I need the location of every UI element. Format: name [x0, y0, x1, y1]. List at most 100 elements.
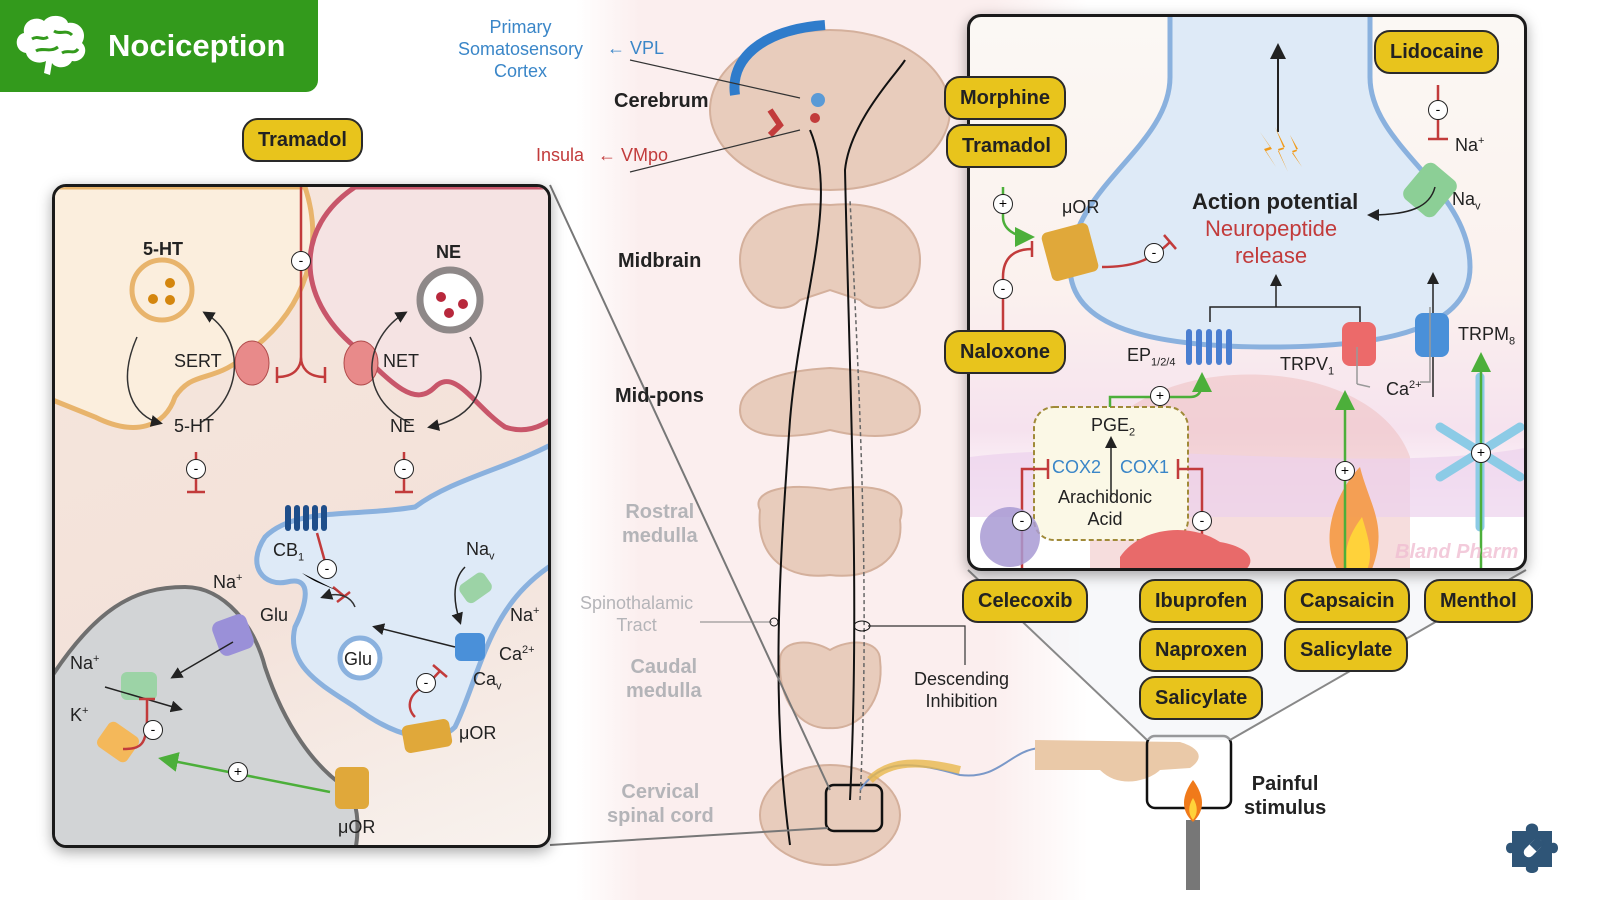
trpm8-label: TRPM8 [1458, 324, 1516, 348]
puzzle-pill-icon [1506, 823, 1558, 873]
header-banner: Nociception [0, 0, 318, 92]
spinothalamic-tract-label: Spinothalamic Tract [580, 593, 694, 635]
drug-naproxen[interactable]: Naproxen [1139, 628, 1264, 672]
inhibit-sign: - [416, 673, 436, 693]
drug-salicylate[interactable]: Salicylate [1284, 628, 1409, 672]
cav-label: Cav [473, 669, 502, 693]
bunsen-burner [1186, 820, 1200, 890]
synapse-detail-panel: - - - - - - + 5-HT NE SERT NET 5-HT NE C… [52, 184, 551, 848]
glu-receptor-label: Glu [260, 605, 289, 625]
region-cerebrum: Cerebrum [614, 90, 709, 112]
dorsal-horn-zoom-box [824, 783, 884, 833]
cb1-receptor [285, 505, 327, 531]
k-plus-label: K+ [70, 705, 89, 725]
drug-ibuprofen[interactable]: Ibuprofen [1139, 579, 1264, 623]
nav-channel-presynaptic [459, 572, 492, 604]
mor-receptor-postsynaptic [335, 767, 369, 809]
na-plus-label: Na+ [510, 605, 540, 625]
drug-celecoxib[interactable]: Celecoxib [962, 579, 1089, 623]
synapse-detail-svg [55, 187, 548, 845]
net-label: NET [383, 351, 419, 371]
descending-inhibition-label: Descending Inhibition [914, 669, 1010, 711]
inhibit-sign: - [143, 720, 163, 740]
painful-stimulus-label: Painful stimulus [1244, 773, 1327, 819]
nociceptor-terminal-svg [970, 17, 1524, 568]
activate-sign: + [993, 194, 1013, 214]
lightning-icon [1260, 127, 1302, 172]
nav-channel-postsynaptic [121, 672, 157, 700]
rostral-medulla-section [757, 485, 903, 577]
vpl-label: ← VPL [607, 38, 665, 58]
drug-salicylate[interactable]: Salicylate [1139, 676, 1264, 720]
norepinephrine-vesicle [416, 266, 484, 334]
nav-label-presynaptic: Nav [466, 539, 495, 563]
drug-tramadol-left[interactable]: Tramadol [242, 118, 363, 162]
primary-somatosensory-cortex-label: Primary Somatosensory Cortex [458, 17, 584, 81]
trpm8-channel [1415, 313, 1449, 357]
glu-vesicle-label: Glu [344, 649, 373, 669]
pge2-label: PGE2 [1091, 415, 1136, 439]
drug-menthol[interactable]: Menthol [1424, 579, 1533, 623]
serotonin-title: 5-HT [143, 239, 183, 259]
inhibit-sign: - [291, 251, 311, 271]
ca2-label: Ca2+ [499, 644, 535, 664]
drug-morphine[interactable]: Morphine [944, 76, 1066, 120]
drug-tramadol[interactable]: Tramadol [946, 124, 1067, 168]
mor-label: μOR [1062, 197, 1100, 217]
serotonin-synaptic-label: 5-HT [174, 416, 214, 436]
ampa-glu-receptor [212, 614, 254, 656]
trpv1-label: TRPV1 [1280, 354, 1335, 378]
cav-channel [455, 633, 485, 661]
midbrain-section [738, 203, 922, 309]
region-cervical-spinal-cord: Cervical spinal cord [607, 781, 714, 827]
mor-receptor-presynaptic [401, 718, 453, 754]
arachidonic-acid-label: Arachidonic Acid [1058, 487, 1153, 529]
mor-label-presynaptic: μOR [459, 723, 497, 743]
insula-label: Insula [536, 145, 585, 165]
watermark: Bland Pharm [1395, 541, 1519, 563]
inhibit-sign: - [186, 459, 206, 479]
activate-sign: + [1335, 461, 1355, 481]
cox2-label: COX2 [1052, 457, 1102, 477]
action-potential-label: Action potential [1192, 189, 1359, 214]
inhibit-sign: - [317, 559, 337, 579]
nav-label: Nav [1452, 189, 1481, 213]
trpv1-channel [1342, 322, 1376, 366]
na-plus-label: Na+ [213, 572, 243, 592]
descending-tract-line [843, 59, 906, 801]
flame-icon [1329, 467, 1379, 568]
drug-naloxone[interactable]: Naloxone [944, 330, 1067, 374]
activate-sign: + [1471, 443, 1491, 463]
drug-lidocaine[interactable]: Lidocaine [1374, 30, 1500, 74]
vmpo-label: ← VMpo [598, 145, 669, 165]
sert-transporter [234, 340, 270, 386]
ca2-label: Ca2+ [1386, 379, 1422, 399]
mor-label-postsynaptic: μOR [338, 817, 376, 837]
activate-sign: + [1150, 386, 1170, 406]
na-plus-label: Na+ [1455, 135, 1485, 155]
caudal-medulla-section [778, 641, 882, 730]
region-mid-pons: Mid-pons [615, 385, 704, 407]
insula-region [767, 108, 784, 138]
inhibit-sign: - [394, 459, 414, 479]
region-midbrain: Midbrain [618, 250, 702, 272]
region-caudal-medulla: Caudal medulla [626, 656, 702, 702]
norepinephrine-synaptic-label: NE [390, 416, 416, 436]
page-title: Nociception [108, 28, 286, 63]
glutamate-vesicle [337, 635, 383, 681]
norepinephrine-title: NE [436, 242, 462, 262]
spinothalamic-tract-line [777, 129, 822, 846]
peripheral-nociceptor-panel: + - - - + - - + + μOR Action potential N… [967, 14, 1527, 571]
brain-icon [16, 15, 86, 76]
cox1-label: COX1 [1120, 457, 1170, 477]
cb1-label: CB1 [273, 540, 305, 564]
ep-receptor [1186, 329, 1232, 365]
pons-section [738, 366, 922, 437]
drug-capsaicin[interactable]: Capsaicin [1284, 579, 1411, 623]
nav-channel [1403, 162, 1457, 218]
inhibit-sign: - [1144, 243, 1164, 263]
net-transporter [343, 340, 379, 386]
inhibit-sign: - [1428, 100, 1448, 120]
sert-label: SERT [174, 351, 222, 371]
inhibit-sign: - [1012, 511, 1032, 531]
